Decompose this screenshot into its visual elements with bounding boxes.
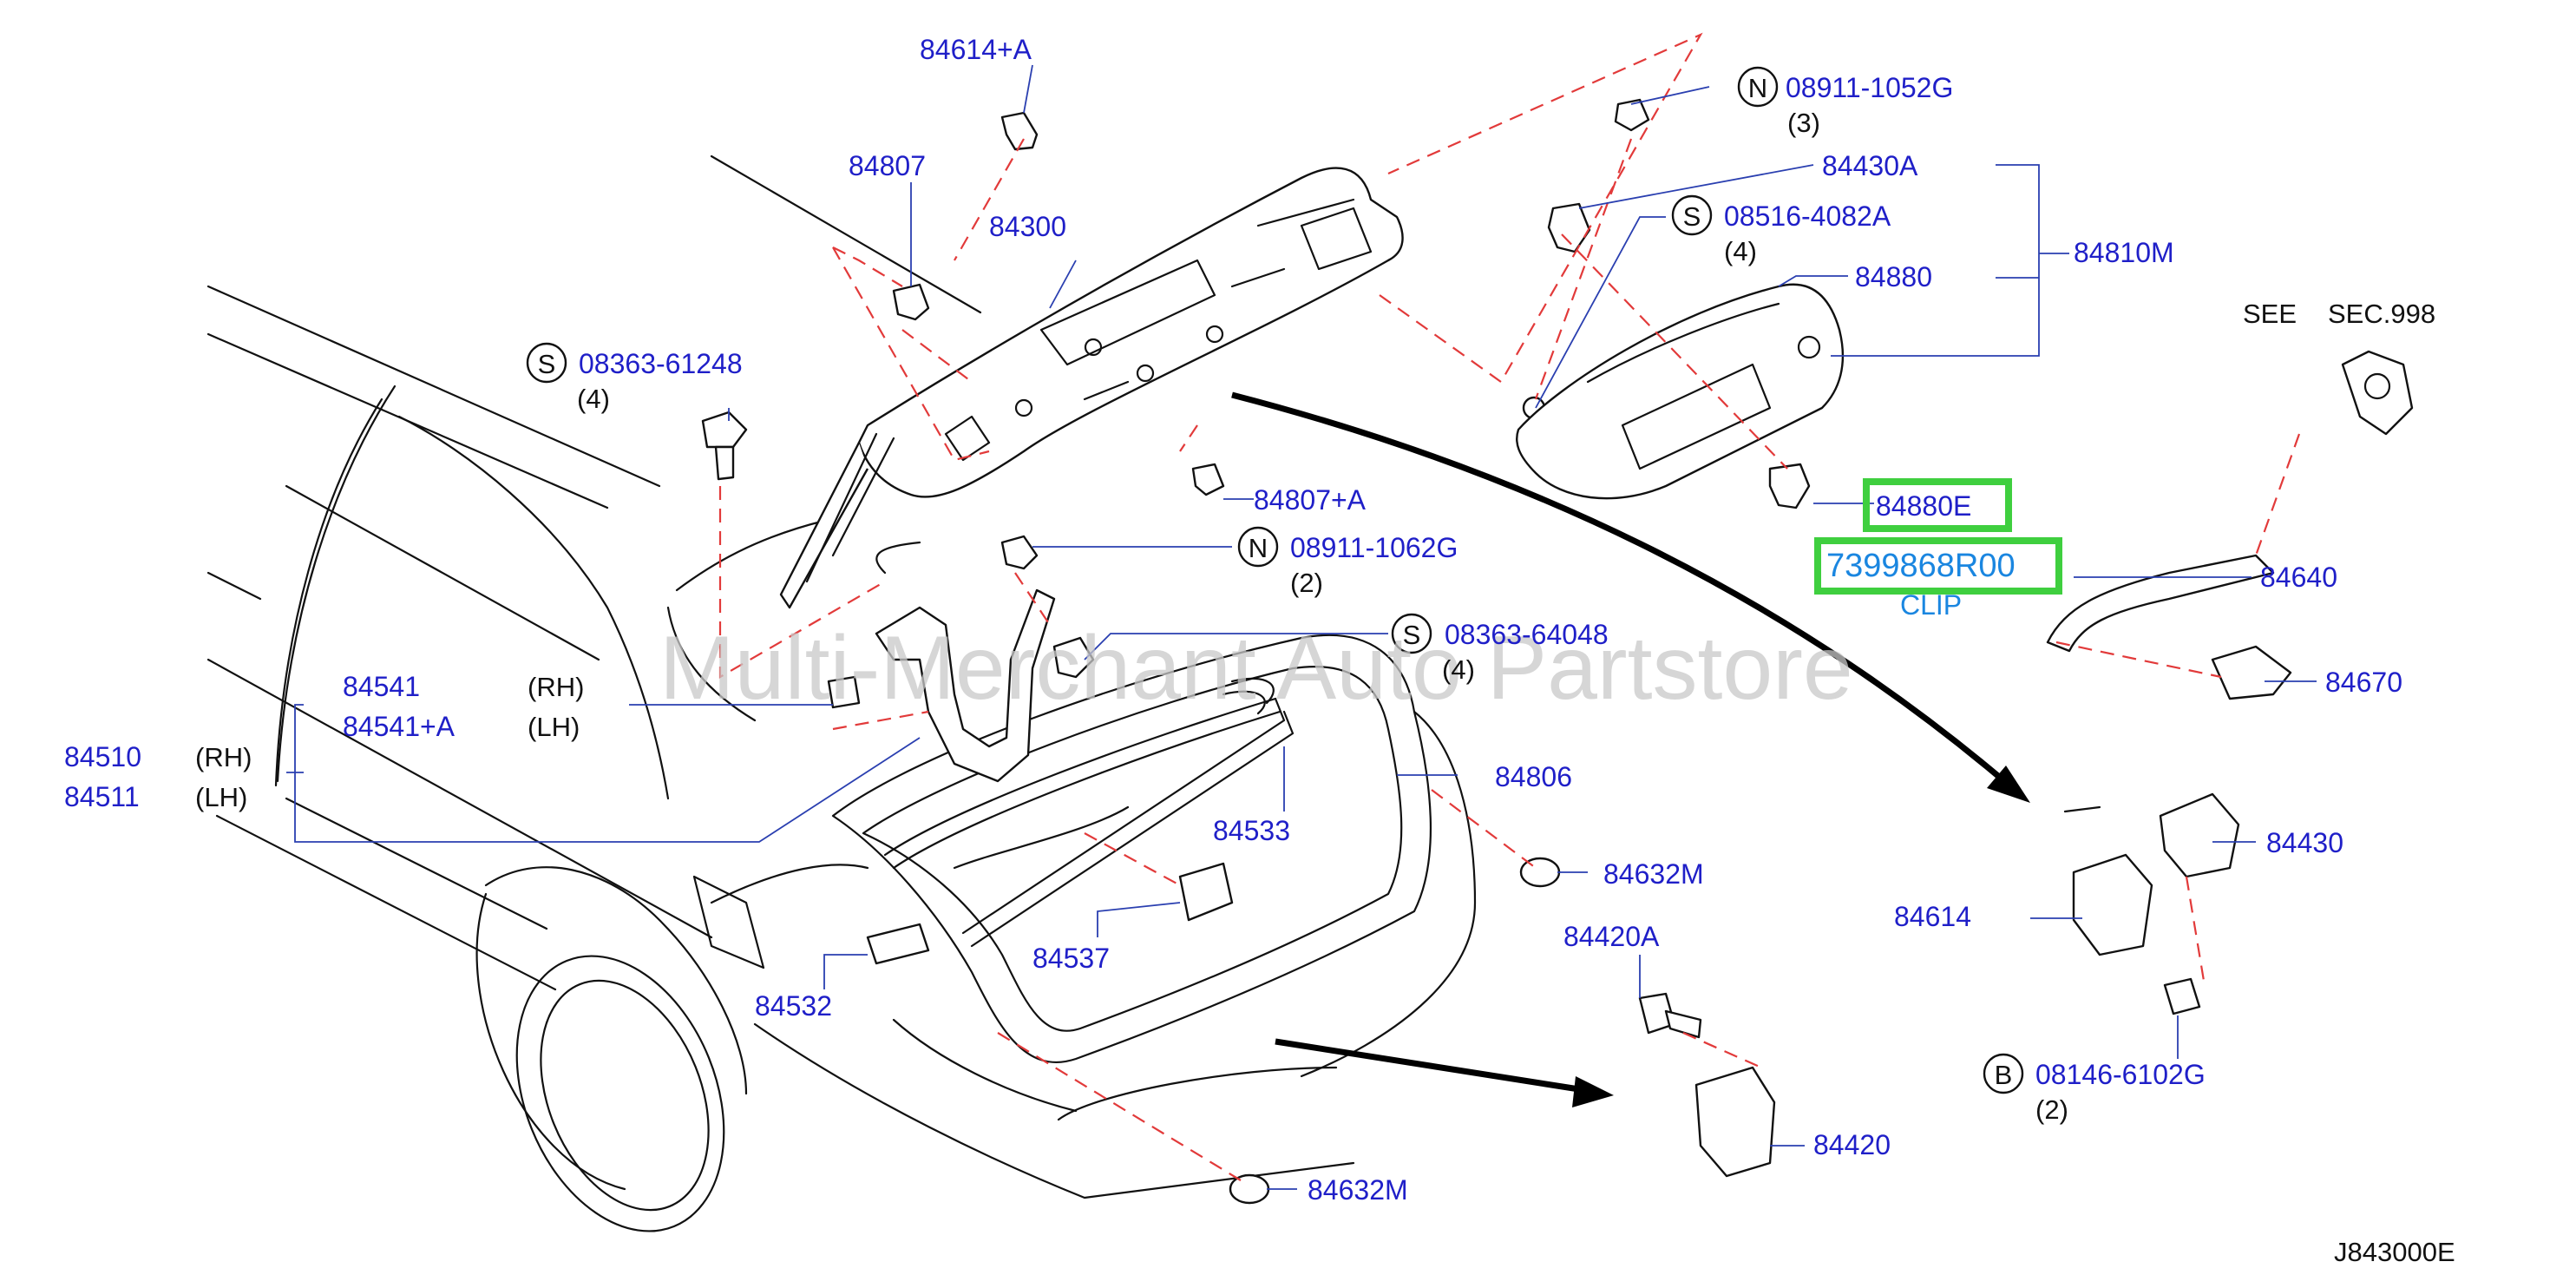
part-label-08146-6102g[interactable]: 08146-6102G — [2035, 1059, 2206, 1090]
quantity-label: (3) — [1787, 108, 1820, 138]
side-label-lh: (LH) — [195, 782, 247, 812]
quantity-label: (4) — [1724, 236, 1757, 266]
callout-s: S — [538, 349, 556, 379]
see-label: SEE — [2243, 299, 2297, 329]
quantity-label: (2) — [2035, 1094, 2068, 1125]
diagram-code: J843000E — [2334, 1237, 2455, 1267]
part-labels: 84614+A 84807 84300 08911-1052G (3) 8443… — [64, 34, 2455, 1267]
callout-s: S — [1403, 620, 1421, 650]
callout-s: S — [1683, 201, 1701, 232]
side-label-rh: (RH) — [528, 672, 584, 702]
car-body — [206, 154, 1477, 1232]
quantity-label: (4) — [1442, 654, 1475, 685]
part-label-84807a[interactable]: 84807+A — [1254, 484, 1367, 516]
callout-n: N — [1748, 73, 1767, 103]
arrows — [1231, 391, 2030, 1107]
part-label-84810m[interactable]: 84810M — [2074, 237, 2174, 268]
part-label-84510[interactable]: 84510 — [64, 741, 141, 772]
part-label-08911-1052g[interactable]: 08911-1052G — [1786, 72, 1953, 103]
trunk-hinge — [875, 588, 1056, 783]
part-label-84632m[interactable]: 84632M — [1308, 1174, 1408, 1206]
label-leaders — [286, 64, 2317, 1190]
part-label-84430a[interactable]: 84430A — [1822, 150, 1918, 181]
highlight-84880e — [1863, 478, 2012, 532]
part-label-84420a[interactable]: 84420A — [1563, 921, 1660, 952]
trunk-lid-finisher — [779, 167, 1404, 609]
part-label-84640[interactable]: 84640 — [2260, 562, 2337, 593]
trunk-handle-assembly — [1516, 283, 1845, 500]
part-label-84300[interactable]: 84300 — [989, 211, 1066, 242]
clip-label: CLIP — [1900, 589, 1962, 621]
side-label-rh: (RH) — [195, 742, 252, 772]
part-label-84537[interactable]: 84537 — [1032, 943, 1110, 974]
part-label-84430[interactable]: 84430 — [2266, 827, 2343, 858]
callout-b: B — [1995, 1060, 2013, 1090]
quantity-label: (2) — [1290, 568, 1323, 598]
dashed-leaders — [718, 32, 2301, 1181]
part-label-84541a[interactable]: 84541+A — [343, 711, 456, 742]
side-label-lh: (LH) — [528, 712, 580, 742]
part-label-84614[interactable]: 84614 — [1894, 901, 1971, 932]
fasteners — [701, 98, 2201, 1205]
latch-parts — [1694, 792, 2240, 1178]
highlight-7399868r00 — [1814, 537, 2062, 595]
part-label-84614a[interactable]: 84614+A — [920, 34, 1032, 65]
part-label-08911-1062g[interactable]: 08911-1062G — [1290, 532, 1458, 563]
watermark: Multi-Merchant Auto Partstore — [659, 618, 1853, 719]
part-label-84541[interactable]: 84541 — [343, 671, 420, 702]
part-label-84632m[interactable]: 84632M — [1603, 858, 1704, 890]
part-label-84420[interactable]: 84420 — [1813, 1129, 1891, 1160]
trunk-rod-and-lock — [2046, 350, 2414, 700]
part-label-08363-61248[interactable]: 08363-61248 — [579, 348, 743, 379]
part-label-84511[interactable]: 84511 — [64, 781, 140, 812]
part-label-08516-4082a[interactable]: 08516-4082A — [1724, 200, 1891, 232]
part-label-84807[interactable]: 84807 — [849, 150, 926, 181]
part-label-84880[interactable]: 84880 — [1855, 261, 1932, 292]
callout-circles: N S S N S B — [526, 66, 2024, 1094]
part-label-84880e[interactable]: 84880E — [1876, 490, 1971, 522]
part-label-7399868r00[interactable]: 7399868R00 — [1826, 548, 2016, 584]
part-label-84533[interactable]: 84533 — [1213, 815, 1290, 846]
part-label-84806[interactable]: 84806 — [1495, 761, 1572, 792]
section-ref-label[interactable]: SEC.998 — [2328, 299, 2435, 329]
part-label-08363-64048[interactable]: 08363-64048 — [1445, 619, 1609, 650]
callout-n: N — [1249, 533, 1268, 563]
quantity-label: (4) — [577, 384, 610, 414]
part-label-84670[interactable]: 84670 — [2325, 667, 2402, 698]
part-label-84532[interactable]: 84532 — [755, 990, 832, 1022]
